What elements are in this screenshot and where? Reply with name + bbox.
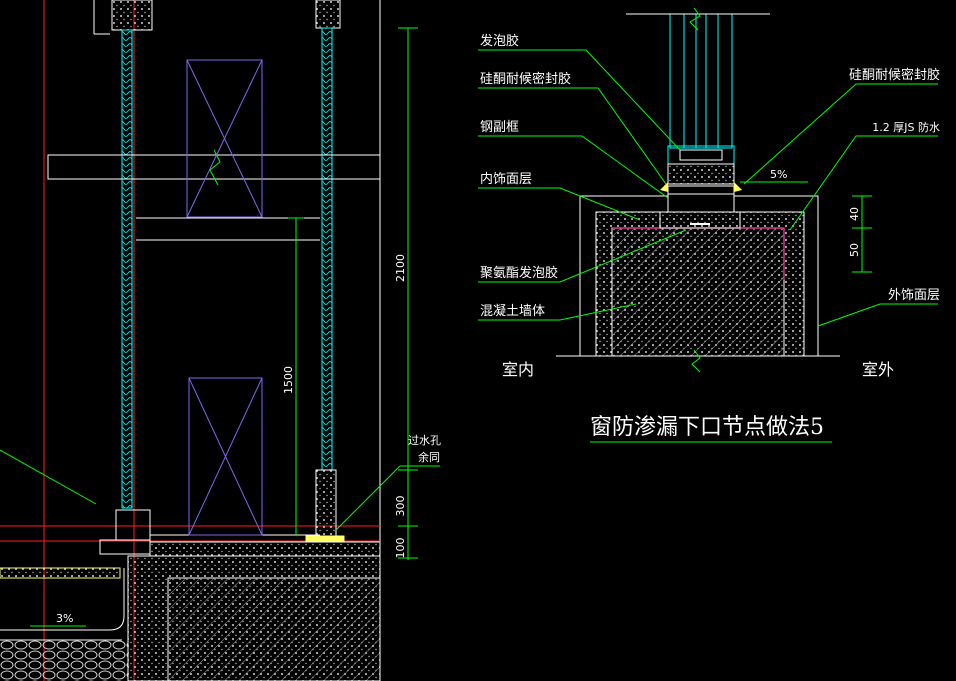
pu-foam-strip: [659, 211, 741, 229]
slope-right: 5%: [770, 168, 787, 181]
sill-detail: 40 50 5% 发泡胶 硅酮耐候密封胶 钢副框 内饰面层 聚氨酯发泡胶 混凝土…: [478, 7, 940, 443]
callout-silicone-sealant-right: 硅酮耐候密封胶: [849, 67, 940, 83]
frame-bottom: [667, 145, 735, 165]
window-upper: [186, 59, 263, 218]
slope-left: 3%: [56, 612, 73, 625]
drain-channel: [0, 568, 125, 631]
leader-line: [0, 449, 97, 505]
label-indoor: 室内: [502, 360, 534, 379]
callout-silicone-sealant-left: 硅酮耐候密封胶: [480, 71, 571, 87]
label-outdoor: 室外: [862, 360, 894, 379]
callout-concrete-wall: 混凝土墙体: [480, 303, 545, 319]
callout-interior-finish: 内饰面层: [480, 171, 532, 187]
detail-title: 窗防渗漏下口节点做法5: [590, 415, 824, 440]
top-slab-right: [315, 0, 341, 29]
dim-50: 50: [848, 243, 861, 257]
window-lower: [188, 377, 263, 536]
dim-1500: 1500: [282, 366, 295, 394]
bottom-frame: [115, 509, 151, 541]
foam-layer: [667, 163, 735, 185]
callout-foam-glue: 发泡胶: [480, 33, 519, 49]
dimension-chain: [288, 27, 418, 560]
top-slab-left: [111, 0, 153, 31]
glass-strip-right: [321, 27, 333, 471]
frame-mullion: [669, 13, 733, 149]
leader-lines: [478, 49, 938, 327]
dim-40: 40: [848, 207, 861, 221]
callout-weep-hole-spacing: 余同: [418, 450, 440, 464]
dim-300: 300: [394, 496, 407, 517]
callout-pu-foam: 聚氨酯发泡胶: [480, 265, 558, 281]
concrete-core: [167, 577, 381, 681]
exterior-finish-line: [734, 195, 819, 356]
beam: [47, 154, 381, 180]
callout-steel-subframe: 钢副框: [480, 120, 519, 135]
leader-line: [335, 465, 401, 531]
concrete-wall: [611, 227, 785, 357]
dim-2100: 2100: [394, 254, 407, 282]
glass-strip-left: [121, 29, 133, 509]
sill-cap: [305, 535, 345, 543]
dim-100: 100: [394, 538, 407, 559]
steel-subframe: [667, 185, 735, 213]
callout-exterior-finish: 外饰面层: [888, 288, 940, 303]
floor-slab: [149, 541, 381, 557]
left-section: 2100 1500 300 100 过水孔 余同 3%: [0, 0, 441, 681]
sill-block: [315, 469, 337, 537]
callout-weep-hole: 过水孔: [408, 434, 441, 447]
soil: [0, 567, 121, 579]
gravel-bed: [0, 640, 128, 681]
callout-js-waterproof: 1.2 厚JS 防水: [872, 120, 940, 134]
